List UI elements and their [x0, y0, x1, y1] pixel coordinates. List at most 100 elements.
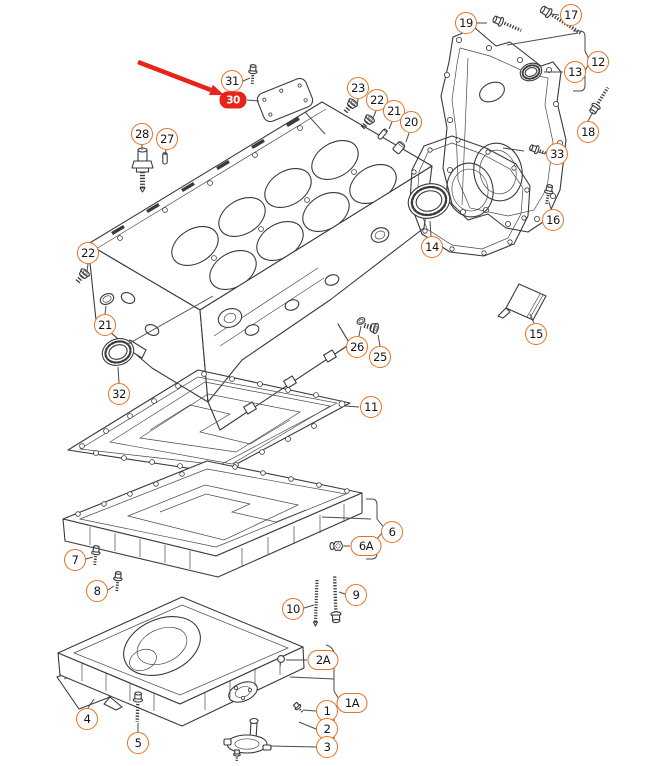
plug-25-drawing — [362, 320, 379, 334]
leader-line-20 — [405, 132, 410, 143]
callout-10[interactable]: 10 — [282, 598, 304, 620]
highlight-arrow-shaft — [137, 59, 212, 93]
leader-line-17 — [550, 13, 560, 16]
leader-line-9 — [338, 591, 346, 595]
leader-line-11 — [344, 405, 360, 408]
leader-line-18 — [587, 111, 594, 122]
callout-8[interactable]: 8 — [86, 580, 108, 602]
callout-6[interactable]: 6 — [381, 521, 403, 543]
callout-6A[interactable]: 6A — [350, 536, 382, 556]
callout-23[interactable]: 23 — [347, 77, 369, 99]
timing-cover-drawing — [440, 27, 567, 233]
reference-line-1 — [304, 111, 326, 135]
callout-label: 12 — [591, 55, 605, 69]
callout-label: 31 — [225, 74, 239, 88]
callout-label: 6A — [358, 539, 374, 553]
leader-line-25 — [377, 334, 381, 347]
timing-cover-gasket-drawing — [409, 135, 531, 257]
callout-label: 7 — [71, 553, 79, 567]
callout-label: 1A — [344, 696, 360, 710]
callout-19[interactable]: 19 — [455, 12, 477, 34]
leader-line-27 — [164, 149, 167, 156]
callout-21[interactable]: 21 — [383, 100, 405, 122]
callout-label: 20 — [404, 115, 418, 129]
screw-1-drawing — [291, 700, 307, 717]
callout-label: 11 — [364, 400, 378, 414]
fitting-28-drawing — [131, 147, 154, 193]
callout-15[interactable]: 15 — [525, 323, 547, 345]
callout-1A[interactable]: 1A — [336, 693, 368, 713]
head-gasket-drawing — [87, 101, 433, 311]
leader-line-2 — [298, 721, 317, 730]
callout-label: 16 — [546, 213, 560, 227]
callout-13[interactable]: 13 — [564, 61, 586, 83]
nut-6A-drawing — [329, 541, 344, 551]
callout-label: 25 — [373, 350, 387, 364]
seal-13-drawing — [519, 62, 543, 82]
plug-22-left-drawing — [73, 268, 90, 286]
leader-line-4 — [87, 698, 95, 709]
callout-27[interactable]: 27 — [156, 128, 178, 150]
callout-label: 22 — [81, 246, 95, 260]
callout-7[interactable]: 7 — [64, 549, 86, 571]
bolt-7-drawing — [89, 543, 103, 567]
leader-line-7 — [85, 556, 94, 560]
callout-label: 17 — [564, 8, 578, 22]
callout-16[interactable]: 16 — [542, 209, 564, 231]
callout-28[interactable]: 28 — [131, 123, 153, 145]
pan-rim-holes — [75, 464, 350, 517]
callout-32[interactable]: 32 — [108, 383, 130, 405]
callout-5[interactable]: 5 — [127, 732, 149, 754]
callout-label: 2 — [323, 722, 331, 736]
stud-10-drawing — [311, 578, 321, 628]
callout-17[interactable]: 17 — [560, 4, 582, 26]
gasket-bolt-holes — [79, 371, 346, 473]
callout-2A[interactable]: 2A — [307, 650, 339, 670]
callout-9[interactable]: 9 — [345, 584, 367, 606]
lower-pan-wall-ribs — [81, 657, 281, 711]
callout-21-2[interactable]: 21 — [94, 314, 116, 336]
callout-4[interactable]: 4 — [76, 708, 98, 730]
callout-14[interactable]: 14 — [421, 236, 443, 258]
leader-line-23 — [356, 98, 359, 107]
leader-line-30 — [246, 99, 260, 102]
callout-label: 23 — [351, 81, 365, 95]
callout-33[interactable]: 33 — [546, 143, 568, 165]
callout-18[interactable]: 18 — [577, 121, 599, 143]
leader-line-15 — [529, 313, 535, 324]
oring-26-drawing — [356, 317, 366, 325]
highlight-arrow-head — [209, 84, 224, 96]
callout-label: 22 — [370, 93, 384, 107]
callout-label: 8 — [93, 584, 101, 598]
reference-line-2 — [506, 32, 579, 46]
callout-22-2[interactable]: 22 — [77, 242, 99, 264]
leader-line-3 — [269, 745, 317, 748]
leader-line-21 — [388, 121, 393, 130]
callout-3[interactable]: 3 — [316, 736, 338, 758]
bolt-19-drawing — [489, 12, 525, 37]
leader-line-32 — [117, 366, 120, 384]
callout-25[interactable]: 25 — [369, 346, 391, 368]
leader-line-22 — [372, 110, 377, 119]
oil-pan-gasket-drawing — [67, 369, 351, 474]
callout-label: 9 — [352, 588, 360, 602]
callout-20[interactable]: 20 — [400, 111, 422, 133]
callout-22[interactable]: 22 — [366, 89, 388, 111]
callout-label: 30 — [226, 94, 240, 106]
plug-2A-drawing — [277, 655, 285, 668]
callout-label: 28 — [135, 127, 149, 141]
upper-oil-pan-drawing — [62, 460, 363, 578]
callout-31[interactable]: 31 — [221, 70, 243, 92]
callout-label: 33 — [550, 147, 564, 161]
callout-30[interactable]: 30 — [219, 91, 247, 109]
callout-12[interactable]: 12 — [587, 51, 609, 73]
leader-line-16 — [548, 201, 552, 210]
callout-11[interactable]: 11 — [360, 396, 382, 418]
callout-label: 21 — [387, 104, 401, 118]
leader-line-10 — [303, 604, 315, 609]
reference-line-3 — [502, 147, 525, 152]
callout-label: 19 — [459, 16, 473, 30]
callout-26[interactable]: 26 — [346, 336, 368, 358]
leader-line-26 — [358, 325, 362, 337]
